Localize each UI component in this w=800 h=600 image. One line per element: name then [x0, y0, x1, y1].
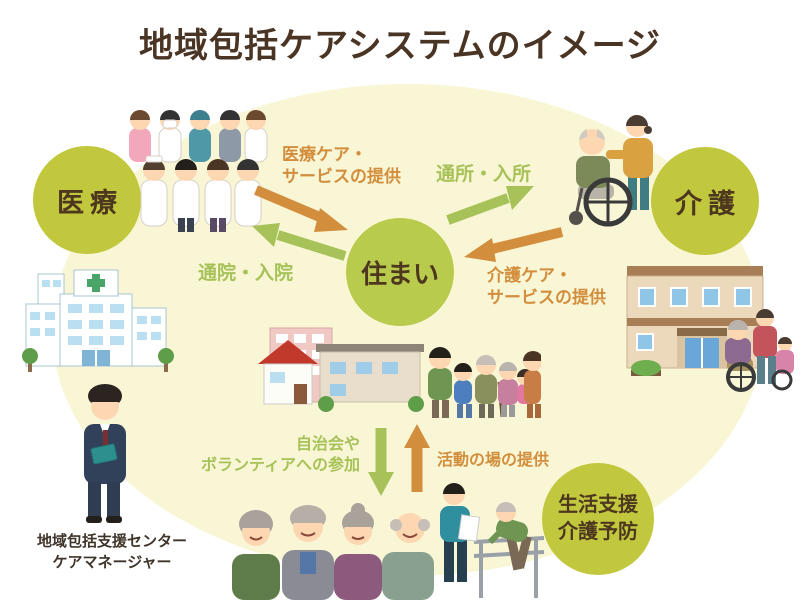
arrow-home-to-care	[446, 186, 534, 225]
label-nursing-care-service: 介護ケア・ サービスの提供	[487, 265, 606, 310]
node-medical-label: 医療	[57, 187, 123, 218]
node-care: 介護	[651, 147, 759, 255]
care-manager-caption-line1: 地域包括支援センター	[36, 533, 187, 550]
node-home: 住まい	[346, 218, 454, 326]
care-manager-suit-icon	[60, 376, 150, 526]
care-manager-caption: 地域包括支援センター ケアマネージャー	[12, 531, 212, 573]
label-community-participation-line2: ボランティアへの参加	[200, 457, 360, 475]
wheelchair-elderly-with-caregiver-icon	[540, 92, 670, 232]
node-life-support: 生活支援 介護予防	[542, 463, 654, 575]
node-life-support-line1: 生活支援	[558, 494, 638, 516]
node-home-label: 住まい	[360, 258, 439, 289]
label-activity-place: 活動の場の提供	[437, 452, 550, 469]
arrow-home-to-medical	[252, 223, 347, 261]
label-medical-care-service-line1: 医療ケア・	[282, 145, 367, 164]
label-day-service-admission: 通所・入所	[436, 164, 532, 185]
elderly-group-icon	[226, 494, 436, 600]
arrow-medical-to-home	[254, 185, 348, 232]
label-nursing-care-service-line2: サービスの提供	[487, 288, 606, 308]
arrow-community-to-home	[404, 424, 430, 492]
label-community-participation: 自治会や ボランティアへの参加	[158, 434, 360, 476]
nursing-home-building-icon	[625, 258, 795, 393]
arrow-care-to-home	[464, 227, 564, 262]
node-life-support-line2: 介護予防	[558, 521, 638, 543]
node-medical: 医療	[33, 146, 141, 254]
medical-staff-group-icon	[118, 88, 268, 238]
label-hospital-visit-admission: 通院・入院	[198, 263, 294, 284]
label-medical-care-service: 医療ケア・ サービスの提供	[282, 144, 401, 189]
arrow-home-to-community	[368, 428, 394, 496]
page-title: 地域包括ケアシステムのイメージ	[139, 27, 661, 65]
label-medical-care-service-line2: サービスの提供	[282, 167, 401, 187]
node-care-label: 介護	[675, 188, 741, 219]
hospital-building-icon	[16, 256, 176, 376]
care-manager-caption-line2: ケアマネージャー	[52, 554, 172, 571]
label-community-participation-line1: 自治会や	[295, 436, 360, 453]
label-nursing-care-service-line1: 介護ケア・	[487, 266, 572, 285]
rehabilitation-walking-bars-icon	[426, 476, 546, 600]
town-houses-and-family-icon	[256, 320, 541, 422]
